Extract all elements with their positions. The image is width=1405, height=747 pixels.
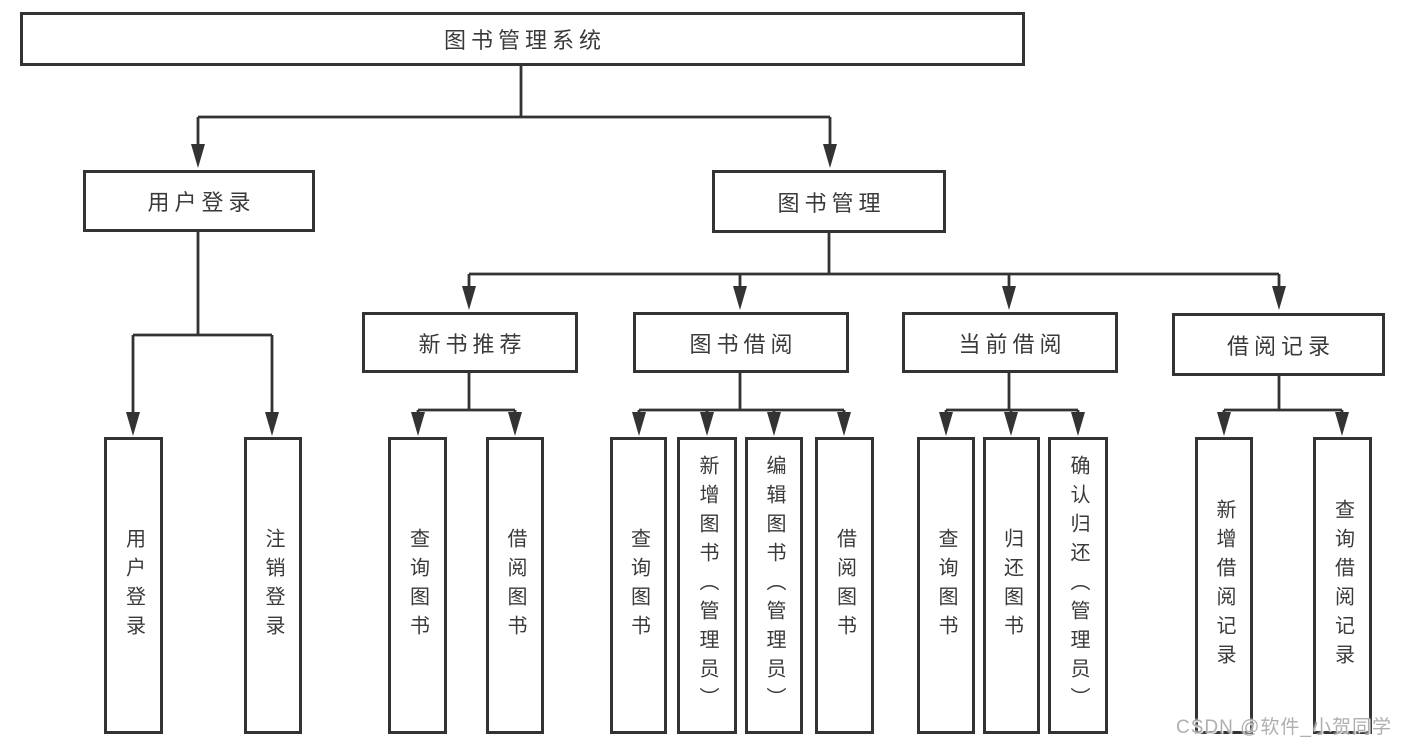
leaf-add-borrow-record: 新增借阅记录 [1195,437,1253,734]
arrow-down-icon [1002,286,1016,310]
arrow-down-icon [632,412,646,436]
connector-user-login-to-leaves [131,232,274,420]
connector-book-mgmt-to-level3 [467,233,1281,294]
leaf-query-books-current: 查询图书 [917,437,975,734]
watermark: CSDN @软件_小贺同学 [1176,717,1392,738]
arrow-down-icon [837,412,851,436]
leaf-query-books-recommend: 查询图书 [388,437,447,734]
arrow-down-icon [191,144,205,168]
node-book-management: 图书管理 [712,170,946,233]
arrow-down-icon [1004,412,1018,436]
leaf-add-book-admin: 新增图书（管理员） [677,437,737,734]
arrow-down-icon [462,286,476,310]
leaf-query-books-borrowing: 查询图书 [610,437,667,734]
leaf-edit-book-admin: 编辑图书（管理员） [745,437,803,734]
node-borrowing-records: 借阅记录 [1172,313,1385,376]
node-root-system: 图书管理系统 [20,12,1025,66]
arrow-down-icon [700,412,714,436]
connector-root-to-level2 [196,66,832,152]
arrow-down-icon [733,286,747,310]
arrow-down-icon [411,412,425,436]
leaf-borrow-books-borrowing: 借阅图书 [815,437,874,734]
arrow-down-icon [508,412,522,436]
leaf-borrow-books-recommend: 借阅图书 [486,437,544,734]
leaf-return-books: 归还图书 [983,437,1040,734]
leaf-query-borrow-record: 查询借阅记录 [1313,437,1372,734]
connector-new-book-to-leaves [416,373,517,420]
arrow-down-icon [265,412,279,436]
arrow-down-icon [823,144,837,168]
connector-borrow-records-to-leaves [1222,376,1344,420]
node-new-book-recommend: 新书推荐 [362,312,578,373]
arrow-down-icon [1335,412,1349,436]
arrow-down-icon [1217,412,1231,436]
node-current-borrowing: 当前借阅 [902,312,1118,373]
leaf-user-login: 用户登录 [104,437,163,734]
arrow-down-icon [1272,286,1286,310]
arrow-down-icon [1071,412,1085,436]
connector-current-borrow-to-leaves [944,373,1080,420]
arrow-down-icon [126,412,140,436]
arrow-down-icon [939,412,953,436]
node-user-login: 用户登录 [83,170,315,232]
node-book-borrowing: 图书借阅 [633,312,849,373]
leaf-logout: 注销登录 [244,437,302,734]
leaf-confirm-return-admin: 确认归还（管理员） [1048,437,1108,734]
arrow-down-icon [767,412,781,436]
connector-book-borrow-to-leaves [637,373,846,420]
